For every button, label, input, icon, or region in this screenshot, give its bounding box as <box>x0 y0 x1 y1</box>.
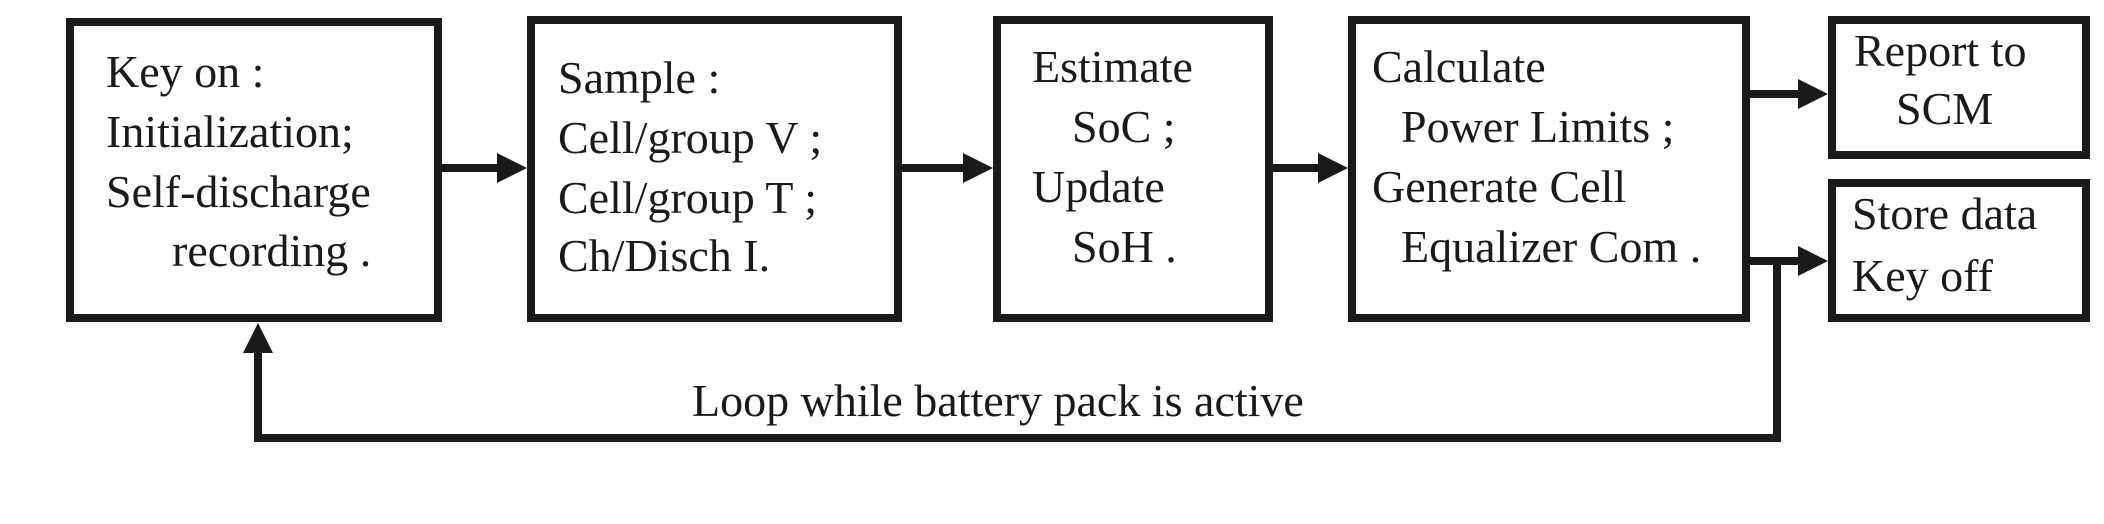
key-on-line-2: Initialization; <box>106 106 354 157</box>
arrowhead-sample-to-estimate <box>963 153 993 183</box>
estimate-box <box>993 16 1273 322</box>
store-line-2: Key off <box>1852 250 1994 301</box>
estimate-line-2: SoC ; <box>1072 101 1176 152</box>
calculate-line-4: Equalizer Com . <box>1401 221 1701 272</box>
calculate-line-2: Power Limits ; <box>1401 101 1674 152</box>
arrowhead-calculate-to-store <box>1798 246 1828 276</box>
arrowhead-key-on-to-sample <box>497 153 527 183</box>
arrowhead-loop-back <box>243 323 273 353</box>
report-box <box>1828 16 2090 159</box>
sample-line-2: Cell/group V ; <box>558 112 822 163</box>
report-line-1: Report to <box>1854 25 2026 76</box>
key-on-line-3: Self-discharge <box>106 166 371 217</box>
estimate-line-4: SoH . <box>1072 221 1177 272</box>
loop-label: Loop while battery pack is active <box>692 375 1304 426</box>
key-on-line-1: Key on : <box>106 46 264 97</box>
arrowhead-estimate-to-calculate <box>1318 153 1348 183</box>
key-on-box <box>66 18 442 322</box>
sample-line-1: Sample : <box>558 52 720 103</box>
store-box <box>1828 179 2090 322</box>
estimate-line-1: Estimate <box>1032 41 1193 92</box>
loop-back-line <box>254 261 1781 442</box>
sample-line-3: Cell/group T ; <box>558 172 817 223</box>
sample-line-4: Ch/Disch I. <box>558 230 770 281</box>
calculate-box <box>1348 16 1750 322</box>
key-on-line-4: recording . <box>172 225 371 276</box>
report-line-2: SCM <box>1896 83 1993 134</box>
estimate-line-3: Update <box>1032 161 1165 212</box>
calculate-line-3: Generate Cell <box>1372 161 1626 212</box>
sample-box <box>527 16 902 322</box>
store-line-1: Store data <box>1852 188 2037 239</box>
calculate-line-1: Calculate <box>1372 41 1546 92</box>
arrowhead-calculate-to-report <box>1798 79 1828 109</box>
